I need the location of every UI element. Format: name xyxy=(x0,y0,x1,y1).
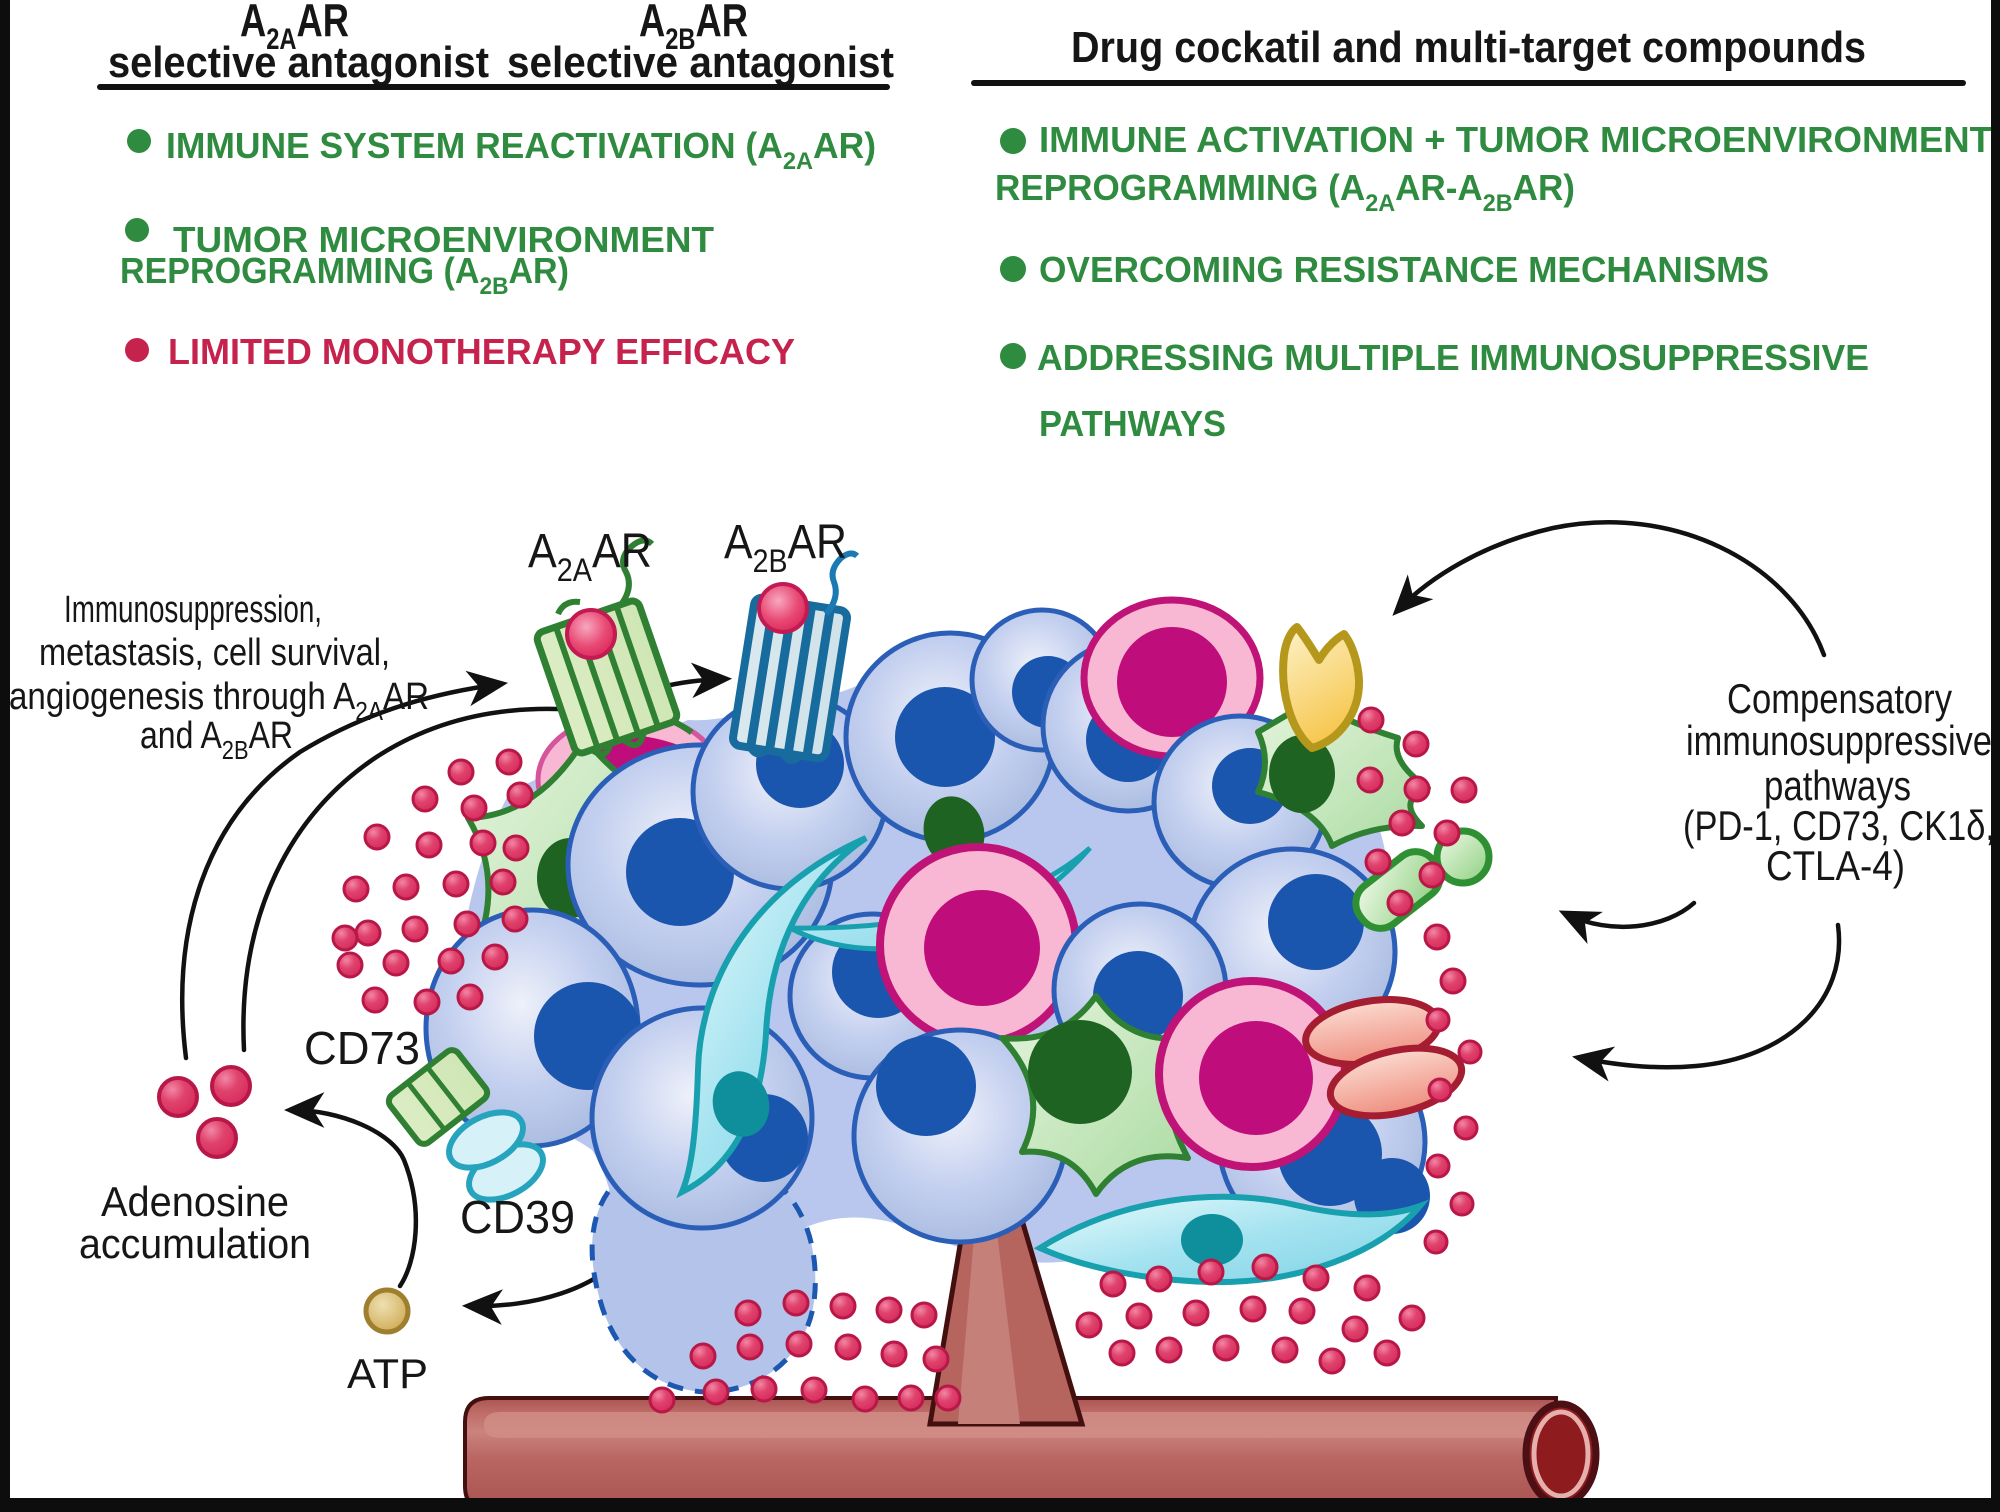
svg-text:immunosuppressive: immunosuppressive xyxy=(1686,717,1992,764)
svg-text:OVERCOMING RESISTANCE MECHANIS: OVERCOMING RESISTANCE MECHANISMS xyxy=(1039,249,1769,290)
svg-text:selective antagonist: selective antagonist xyxy=(108,38,489,87)
svg-text:Adenosine: Adenosine xyxy=(101,1178,289,1225)
svg-text:CD73: CD73 xyxy=(304,1022,420,1074)
svg-text:ADDRESSING MULTIPLE IMMUNOSUPP: ADDRESSING MULTIPLE IMMUNOSUPPRESSIVE xyxy=(1037,337,1869,378)
svg-text:(PD-1, CD73, CK1δ,: (PD-1, CD73, CK1δ, xyxy=(1683,802,1995,849)
svg-text:Compensatory: Compensatory xyxy=(1727,675,1952,722)
svg-text:Drug cockatil and multi-target: Drug cockatil and multi-target compounds xyxy=(1071,23,1866,72)
svg-text:TUMOR MICROENVIRONMENT: TUMOR MICROENVIRONMENT xyxy=(173,219,714,260)
svg-text:Immunosuppression,: Immunosuppression, xyxy=(64,589,322,631)
svg-text:accumulation: accumulation xyxy=(79,1220,311,1267)
svg-text:pathways: pathways xyxy=(1764,762,1911,809)
svg-text:selective antagonist: selective antagonist xyxy=(507,38,894,87)
svg-text:A2AAR: A2AAR xyxy=(528,525,652,588)
svg-text:PATHWAYS: PATHWAYS xyxy=(1039,403,1226,444)
svg-text:ATP: ATP xyxy=(347,1350,428,1397)
svg-text:and A2BAR: and A2BAR xyxy=(140,715,293,765)
svg-text:CTLA-4): CTLA-4) xyxy=(1766,842,1905,889)
svg-text:metastasis, cell survival,: metastasis, cell survival, xyxy=(39,632,390,674)
svg-text:IMMUNE ACTIVATION + TUMOR MICR: IMMUNE ACTIVATION + TUMOR MICROENVIRONME… xyxy=(1039,119,1992,160)
svg-text:LIMITED MONOTHERAPY EFFICACY: LIMITED MONOTHERAPY EFFICACY xyxy=(168,331,795,372)
svg-text:CD39: CD39 xyxy=(460,1191,575,1243)
